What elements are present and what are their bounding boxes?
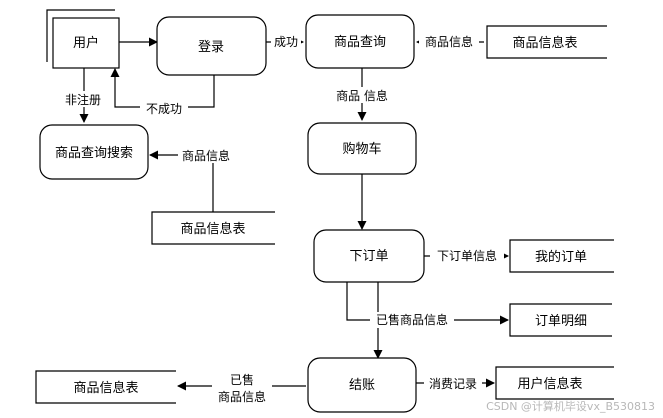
flow-label-product-info-search: 商品信息	[182, 148, 230, 163]
checkout-label: 结账	[349, 378, 375, 393]
flow-order-to-details	[346, 282, 509, 325]
store-my-orders: 我的订单	[509, 239, 614, 273]
flow-label-success: 成功	[274, 35, 298, 49]
watermark-text: CSDN @计算机毕设vx_B530813	[486, 399, 655, 413]
cart-process: 购物车	[307, 122, 417, 175]
store-product-info-top: 商品信息表	[486, 25, 607, 59]
store-my-orders-label: 我的订单	[535, 249, 587, 265]
product-search-label: 商品查询搜索	[55, 146, 133, 161]
flow-label-consumption-record: 消费记录	[429, 377, 477, 391]
store-product-info-mid-label: 商品信息表	[180, 221, 245, 237]
store-product-info-top-label: 商品信息表	[512, 35, 577, 51]
flow-label-sold-product-info: 已售商品信息	[376, 312, 448, 327]
flow-label-not-registered: 非注册	[65, 92, 101, 107]
store-user-info-label: 用户信息表	[517, 376, 582, 392]
product-query-process: 商品查询	[305, 14, 415, 69]
login-label: 登录	[198, 40, 224, 55]
user-label: 用户	[73, 35, 99, 51]
product-query-label: 商品查询	[334, 35, 386, 50]
flow-label-sold-line1: 已售	[230, 372, 254, 387]
store-user-info: 用户信息表	[495, 366, 614, 400]
user-entity: 用户	[46, 9, 120, 69]
product-search-process: 商品查询搜索	[39, 124, 149, 180]
store-product-info-mid: 商品信息表	[151, 211, 275, 245]
flow-label-query-to-cart: 商品 信息	[336, 88, 388, 103]
flow-store-to-search	[149, 150, 214, 212]
flow-label-order-info: 下订单信息	[437, 248, 497, 263]
cart-label: 购物车	[342, 141, 381, 157]
place-order-process: 下订单	[313, 229, 425, 283]
place-order-label: 下订单	[349, 249, 388, 264]
store-product-info-bottom: 商品信息表	[35, 370, 176, 404]
flow-label-product-info-query: 商品信息	[425, 34, 473, 49]
checkout-process: 结账	[307, 357, 417, 413]
store-order-details-label: 订单明细	[535, 314, 587, 329]
store-product-info-bottom-label: 商品信息表	[73, 380, 138, 396]
login-process: 登录	[156, 16, 267, 76]
store-order-details: 订单明细	[509, 303, 612, 337]
flow-label-sold-line2: 商品信息	[218, 389, 266, 404]
flow-label-failed: 不成功	[146, 102, 182, 116]
